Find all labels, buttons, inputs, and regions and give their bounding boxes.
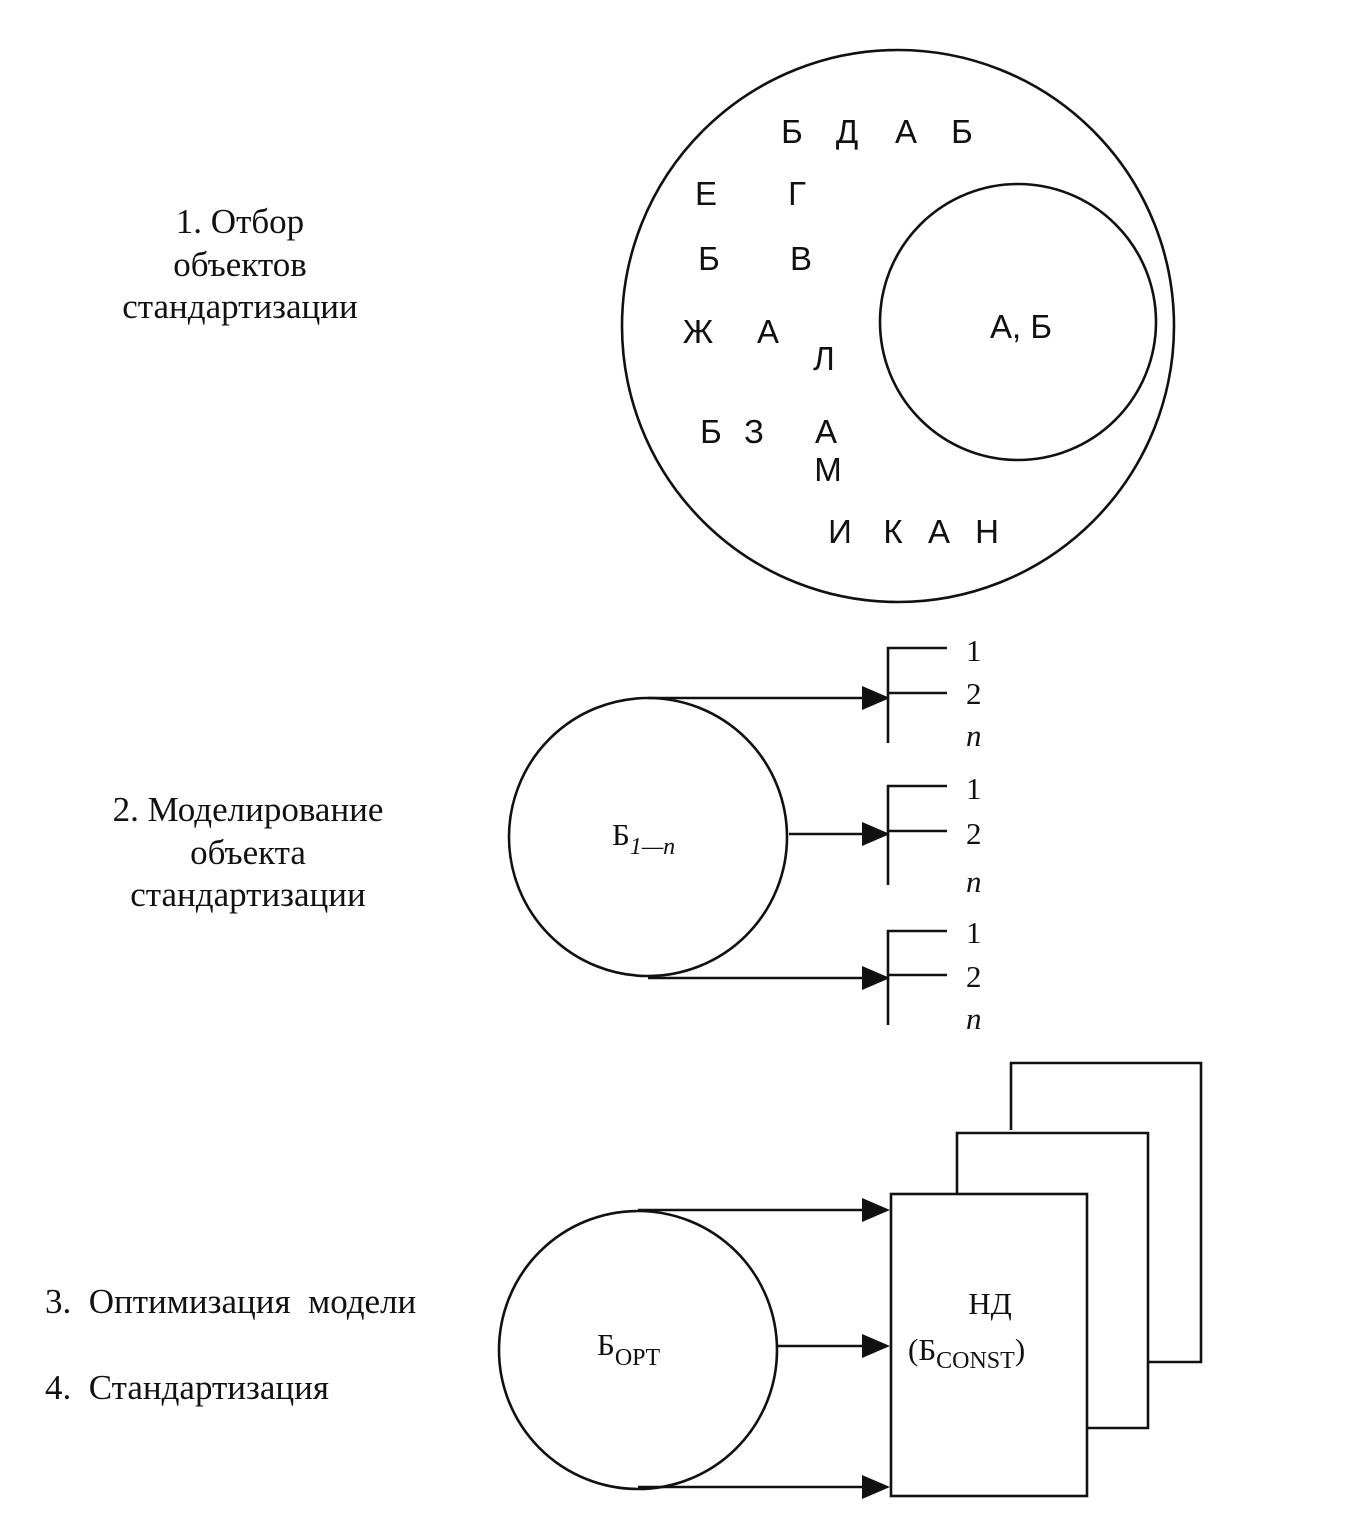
variant-2-item-2: 2 <box>966 816 982 851</box>
object-letter: З <box>744 413 764 450</box>
object-letter: Б <box>700 413 722 450</box>
variant-2-item-n: n <box>966 864 982 899</box>
model-sub: 1—n <box>630 834 675 860</box>
object-letter: Б <box>781 113 803 150</box>
step1-line1: 1. Отбор <box>176 202 304 241</box>
document-front <box>889 1192 1089 1498</box>
object-letter: Д <box>836 113 858 150</box>
object-letter: Б <box>698 240 720 277</box>
object-letter: М <box>814 451 842 488</box>
step3-label: 3. Оптимизация модели <box>45 1282 416 1321</box>
step1-line3: стандартизации <box>122 287 357 326</box>
document-back <box>1009 1061 1203 1364</box>
subset-circle <box>878 182 1158 462</box>
object-letter: Е <box>695 175 717 212</box>
object-letter: Н <box>975 513 999 550</box>
model-arrowhead-middle <box>862 822 890 846</box>
variant-1-item-2: 2 <box>966 676 982 711</box>
object-letter: Г <box>788 175 806 212</box>
doc-close: ) <box>1015 1332 1025 1367</box>
variant-3-item-2: 2 <box>966 959 982 994</box>
standardization: НД (БCONST) БOPT <box>497 1061 1203 1499</box>
bracket-2 <box>886 784 947 885</box>
object-letter: К <box>883 513 903 550</box>
variant-group-2: 1 2 n <box>886 771 982 899</box>
variant-1-item-1: 1 <box>966 633 982 668</box>
object-letter: А <box>815 413 837 450</box>
document-middle <box>955 1131 1150 1430</box>
universe-circle <box>620 48 1176 604</box>
opt-arrowhead-top <box>862 1198 890 1222</box>
step2-line1: 2. Моделирование <box>113 790 384 829</box>
step1-label: 1. Отбор объектов стандартизации <box>122 202 357 326</box>
object-letter: А <box>895 113 917 150</box>
step2-line2: объекта <box>190 833 306 872</box>
object-letter: А <box>928 513 950 550</box>
object-letter: Б <box>951 113 973 150</box>
opt-sub: OPT <box>615 1345 661 1371</box>
step1-line2: объектов <box>173 245 306 284</box>
step2-label: 2. Моделирование объекта стандартизации <box>113 790 384 914</box>
variant-group-1: 1 2 n <box>886 633 982 753</box>
subset-label: А, Б <box>990 308 1052 345</box>
doc-open: (Б <box>908 1332 936 1367</box>
opt-main: Б <box>597 1327 615 1362</box>
object-letter: А <box>757 313 779 350</box>
object-letter: И <box>828 513 852 550</box>
document-title: НД <box>968 1286 1012 1321</box>
modeling: Б1—n 1 2 n 1 2 n 1 2 n <box>507 633 982 1036</box>
opt-arrowhead-middle <box>862 1334 890 1358</box>
object-letter: Л <box>813 340 835 377</box>
model-arrowhead-bottom <box>862 966 890 990</box>
variant-2-item-1: 1 <box>966 771 982 806</box>
variant-1-item-n: n <box>966 718 982 753</box>
step2-line3: стандартизации <box>130 875 365 914</box>
step4-label: 4. Стандартизация <box>45 1368 329 1407</box>
opt-arrowhead-bottom <box>862 1475 890 1499</box>
optimal-model-label: БOPT <box>597 1327 660 1371</box>
model-arrowhead-top <box>862 686 890 710</box>
bracket-1 <box>886 646 947 743</box>
model-label: Б1—n <box>612 817 675 860</box>
bracket-3 <box>886 929 947 1025</box>
object-letter: В <box>790 240 812 277</box>
object-letter: Ж <box>683 313 714 350</box>
model-main: Б <box>612 817 630 852</box>
doc-sub: CONST <box>936 1348 1015 1374</box>
document-const-label: (БCONST) <box>908 1332 1025 1374</box>
variant-group-3: 1 2 n <box>886 915 982 1036</box>
variant-3-item-1: 1 <box>966 915 982 950</box>
variant-3-item-n: n <box>966 1001 982 1036</box>
